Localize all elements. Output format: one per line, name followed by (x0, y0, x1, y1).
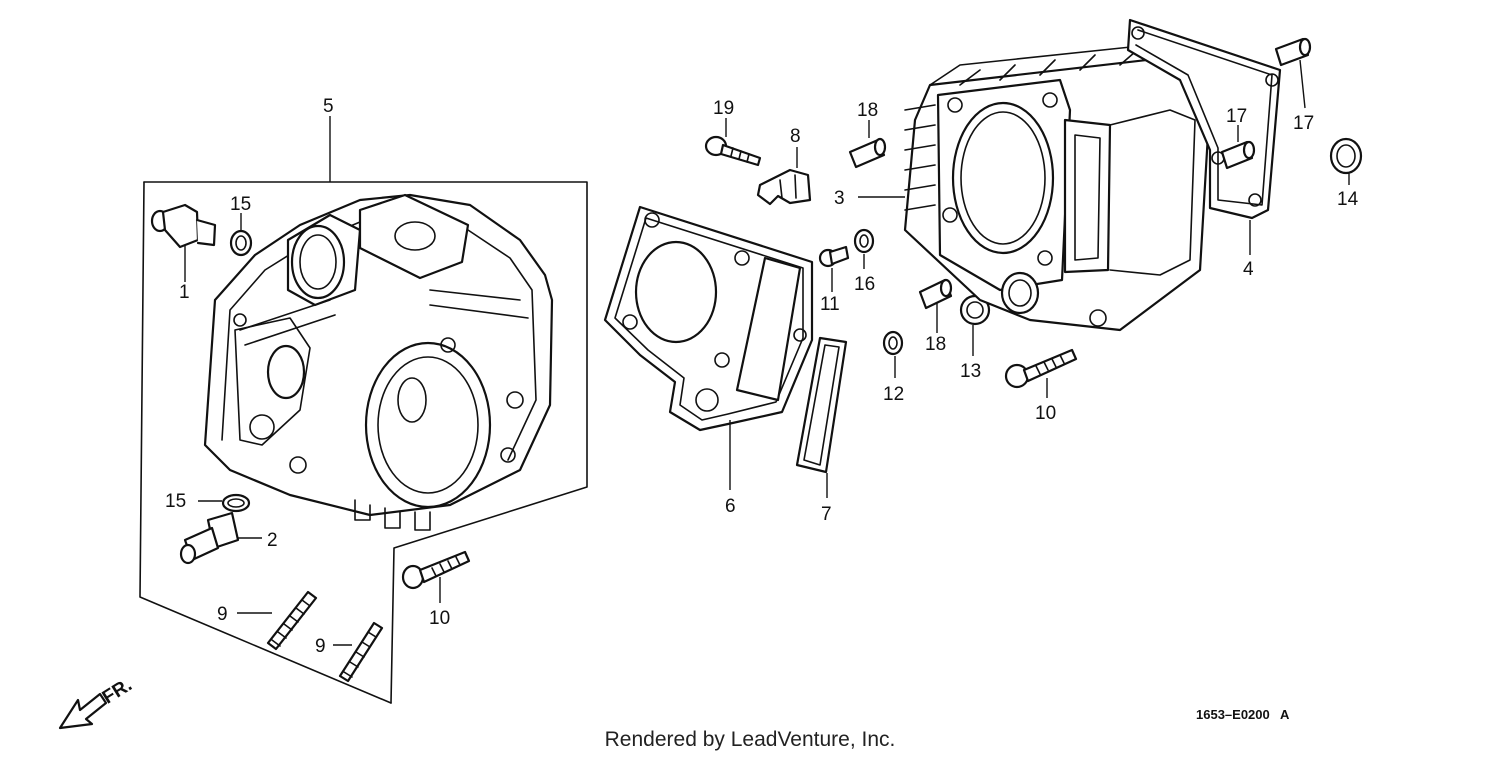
gasket-7 (795, 336, 848, 498)
o-ring-15-upper (229, 213, 253, 257)
washer-12 (882, 330, 904, 378)
stud-9-b (333, 621, 384, 683)
part-11 (818, 245, 850, 292)
part-1-fitting (150, 203, 217, 282)
dowel-17-middle (1220, 125, 1256, 170)
callout-15-lower: 15 (165, 491, 186, 512)
callout-1: 1 (179, 282, 190, 303)
bolt-10-right (1004, 348, 1078, 398)
cylinder-head (203, 193, 554, 531)
dowel-17-upper (1274, 37, 1312, 109)
front-direction-arrow: FR. (58, 674, 136, 730)
callout-5: 5 (323, 96, 334, 117)
clip-8 (756, 147, 812, 206)
callout-15-upper: 15 (230, 194, 251, 215)
callout-10-right: 10 (1035, 403, 1056, 424)
o-ring-15-lower (198, 493, 251, 513)
callout-7: 7 (821, 504, 832, 525)
callout-19: 19 (713, 98, 734, 119)
washer-16 (853, 228, 875, 269)
callout-10-lower: 10 (429, 608, 450, 629)
bolt-19 (704, 118, 762, 167)
seal-14 (1329, 137, 1363, 185)
callout-12: 12 (883, 384, 904, 405)
bolt-10-lower (401, 550, 471, 603)
cylinder (858, 44, 1212, 332)
head-gasket (603, 205, 814, 490)
head-assembly-bracket (139, 116, 588, 704)
callout-11: 11 (820, 294, 840, 315)
base-gasket (1126, 18, 1282, 255)
callout-17-middle: 17 (1226, 106, 1247, 127)
seal-13 (959, 294, 991, 356)
callout-16: 16 (854, 274, 875, 295)
callout-2: 2 (267, 530, 278, 551)
callout-14: 14 (1337, 189, 1359, 210)
part-2-fitting (179, 511, 262, 565)
callout-3: 3 (834, 188, 845, 209)
callout-9-a: 9 (217, 604, 228, 625)
dowel-18-upper (848, 120, 887, 169)
callout-9-b: 9 (315, 636, 326, 657)
callout-8: 8 (790, 126, 801, 147)
callout-13: 13 (960, 361, 981, 382)
callout-18-upper: 18 (857, 100, 878, 121)
callout-6: 6 (725, 496, 736, 517)
callout-17-upper: 17 (1293, 113, 1314, 134)
diagram-code-suffix: A (1280, 707, 1290, 722)
diagram-code: 1653–E0200 (1196, 707, 1270, 722)
render-credit: Rendered by LeadVenture, Inc. (604, 728, 896, 751)
stud-9-a (237, 590, 318, 651)
callout-18-lower: 18 (925, 334, 946, 355)
callout-4: 4 (1243, 259, 1254, 280)
dowel-18-lower (918, 278, 953, 333)
